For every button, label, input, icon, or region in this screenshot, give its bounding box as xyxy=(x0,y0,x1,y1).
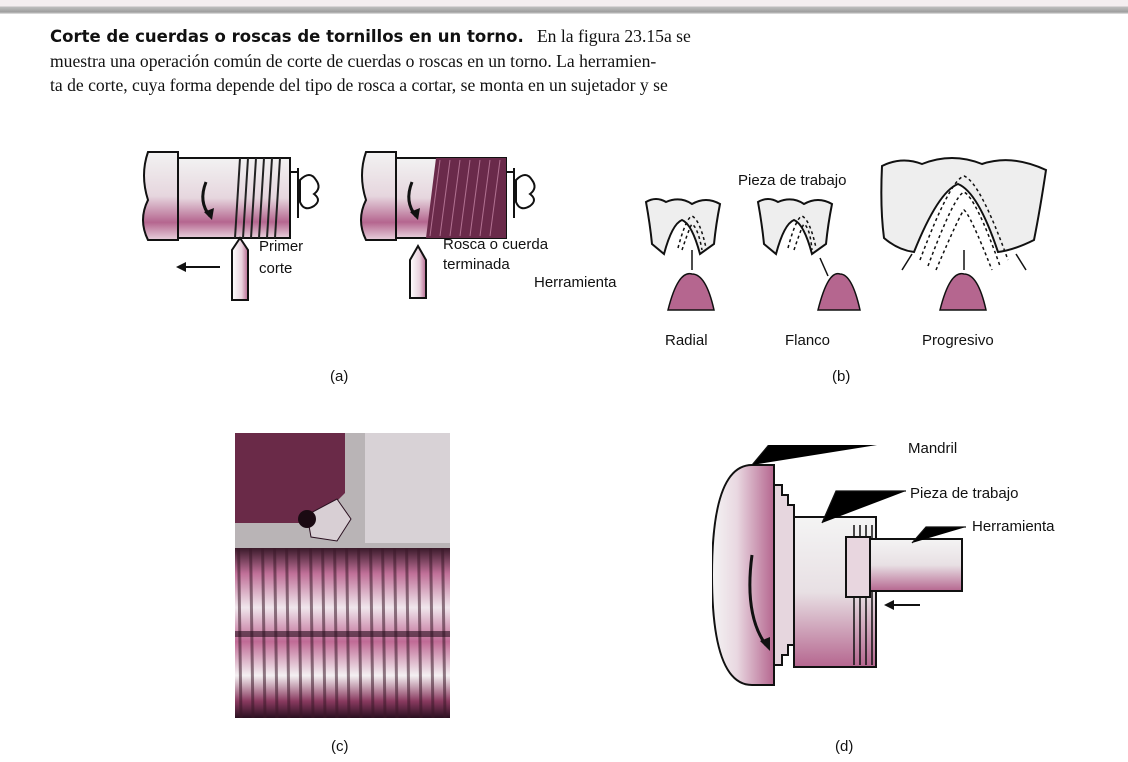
section-heading: Corte de cuerdas o roscas de tornillos e… xyxy=(50,27,524,46)
label-first-cut-1: Primer xyxy=(259,238,304,255)
caption-a: (a) xyxy=(330,368,349,385)
label-workpiece-b: Pieza de trabajo xyxy=(738,172,847,189)
paragraph-line-3: ta de corte, cuya forma depende del tipo… xyxy=(50,75,668,95)
body-paragraph: Corte de cuerdas o roscas de tornillos e… xyxy=(50,24,900,97)
paragraph-line-1: En la figura 23.15a se xyxy=(536,26,691,46)
figure-d-drawing xyxy=(712,445,966,686)
label-finished-thread-2: terminada xyxy=(443,256,510,273)
figure-a-drawing xyxy=(142,151,536,301)
caption-c: (c) xyxy=(331,738,349,755)
label-workpiece-d: Pieza de trabajo xyxy=(910,485,1019,502)
caption-d: (d) xyxy=(835,738,854,755)
label-finished-thread-1: Rosca o cuerda xyxy=(443,236,549,253)
label-radial: Radial xyxy=(665,332,708,349)
label-chuck: Mandril xyxy=(908,440,958,457)
page-top-border xyxy=(0,0,1128,14)
label-tool-b: Herramienta xyxy=(534,274,617,291)
label-progressive: Progresivo xyxy=(922,332,994,349)
caption-b: (b) xyxy=(832,368,851,385)
label-flank: Flanco xyxy=(785,332,831,349)
label-first-cut-2: corte xyxy=(259,260,293,277)
paragraph-line-2: muestra una operación común de corte de … xyxy=(50,51,657,71)
label-tool-d: Herramienta xyxy=(972,518,1055,535)
figure-b-drawing xyxy=(644,157,1048,311)
thread-cutting-photo xyxy=(235,433,450,718)
